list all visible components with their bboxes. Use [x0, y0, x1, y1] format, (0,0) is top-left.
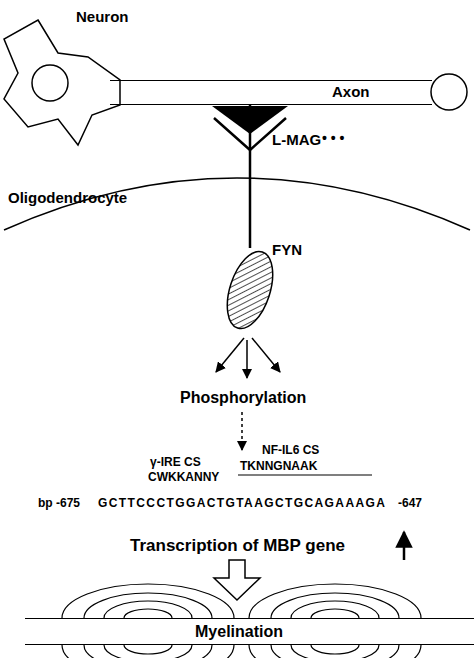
- myelin-layer: [249, 645, 421, 658]
- myelin-layer: [62, 645, 234, 658]
- myelin-layer: [104, 645, 192, 658]
- oligodendrocyte-membrane: FYN Oligodendrocyte: [0, 178, 474, 378]
- node-outline: [0, 15, 120, 155]
- dna-sequence: GCTTCCCTGGACTGTAAGCTGCAGAAAGA: [98, 497, 386, 510]
- myelin-layer: [84, 645, 212, 658]
- myelin-layer: [311, 609, 359, 618]
- kinase-ellipse: FYN: [226, 248, 274, 332]
- kinase-outline: [219, 246, 282, 334]
- position-label: bp -675: [38, 497, 80, 510]
- consensus-sequence: CWKKANNY: [148, 471, 219, 484]
- node-outline: [226, 248, 274, 332]
- myelinated-axon-band: Myelination: [25, 618, 474, 645]
- signal-arrow: [216, 338, 244, 372]
- node-label: FYN: [272, 242, 302, 259]
- membrane-arc: [4, 178, 470, 230]
- connector-label: L-MAG: [272, 132, 321, 149]
- myelin-layer: [84, 593, 212, 618]
- consensus-label: NF-IL6 CS: [262, 444, 319, 457]
- consensus-label: γ-IRE CS: [150, 456, 201, 469]
- node-label: Myelination: [195, 623, 283, 641]
- myelin-layer: [311, 645, 359, 654]
- node-label: Neuron: [76, 9, 129, 26]
- connector-layer: [250, 105, 251, 248]
- myelin-layer: [271, 593, 399, 618]
- node-label: Oligodendrocyte: [8, 190, 127, 207]
- ligand-triangle: [212, 106, 288, 134]
- process-label: Transcription of MBP gene: [130, 537, 345, 556]
- node-label: Axon: [332, 84, 370, 101]
- myelin-layer: [124, 645, 172, 654]
- axon-band: Axon: [110, 80, 432, 105]
- hollow-arrow: [214, 560, 260, 600]
- dashed-arrow: [241, 412, 243, 450]
- myelin-layer: [62, 584, 234, 618]
- signal-arrow: [252, 338, 280, 372]
- consensus-sequence: TKNNGNAAK: [240, 460, 317, 473]
- myelin-layer: [291, 601, 379, 618]
- position-label: -647: [398, 497, 422, 510]
- myelin-layer: [291, 645, 379, 658]
- neuron-cell: Neuron: [0, 15, 120, 155]
- axon-terminal: [431, 74, 467, 110]
- myelin-layer: [124, 609, 172, 618]
- myelin-layer: [271, 645, 399, 658]
- myelin-layer: [104, 601, 192, 618]
- nucleus-circle: [32, 65, 68, 101]
- myelin-layer: [249, 584, 421, 618]
- process-label: Phosphorylation: [180, 389, 306, 407]
- ellipsis-dots: • • •: [322, 131, 344, 146]
- myelin-sheaths: [62, 584, 421, 658]
- sequence-bracket: [238, 474, 372, 475]
- connector-line: [249, 105, 252, 248]
- signal-arrow: [246, 340, 248, 378]
- increase-arrow: [403, 532, 406, 560]
- soma-outline: [4, 20, 120, 145]
